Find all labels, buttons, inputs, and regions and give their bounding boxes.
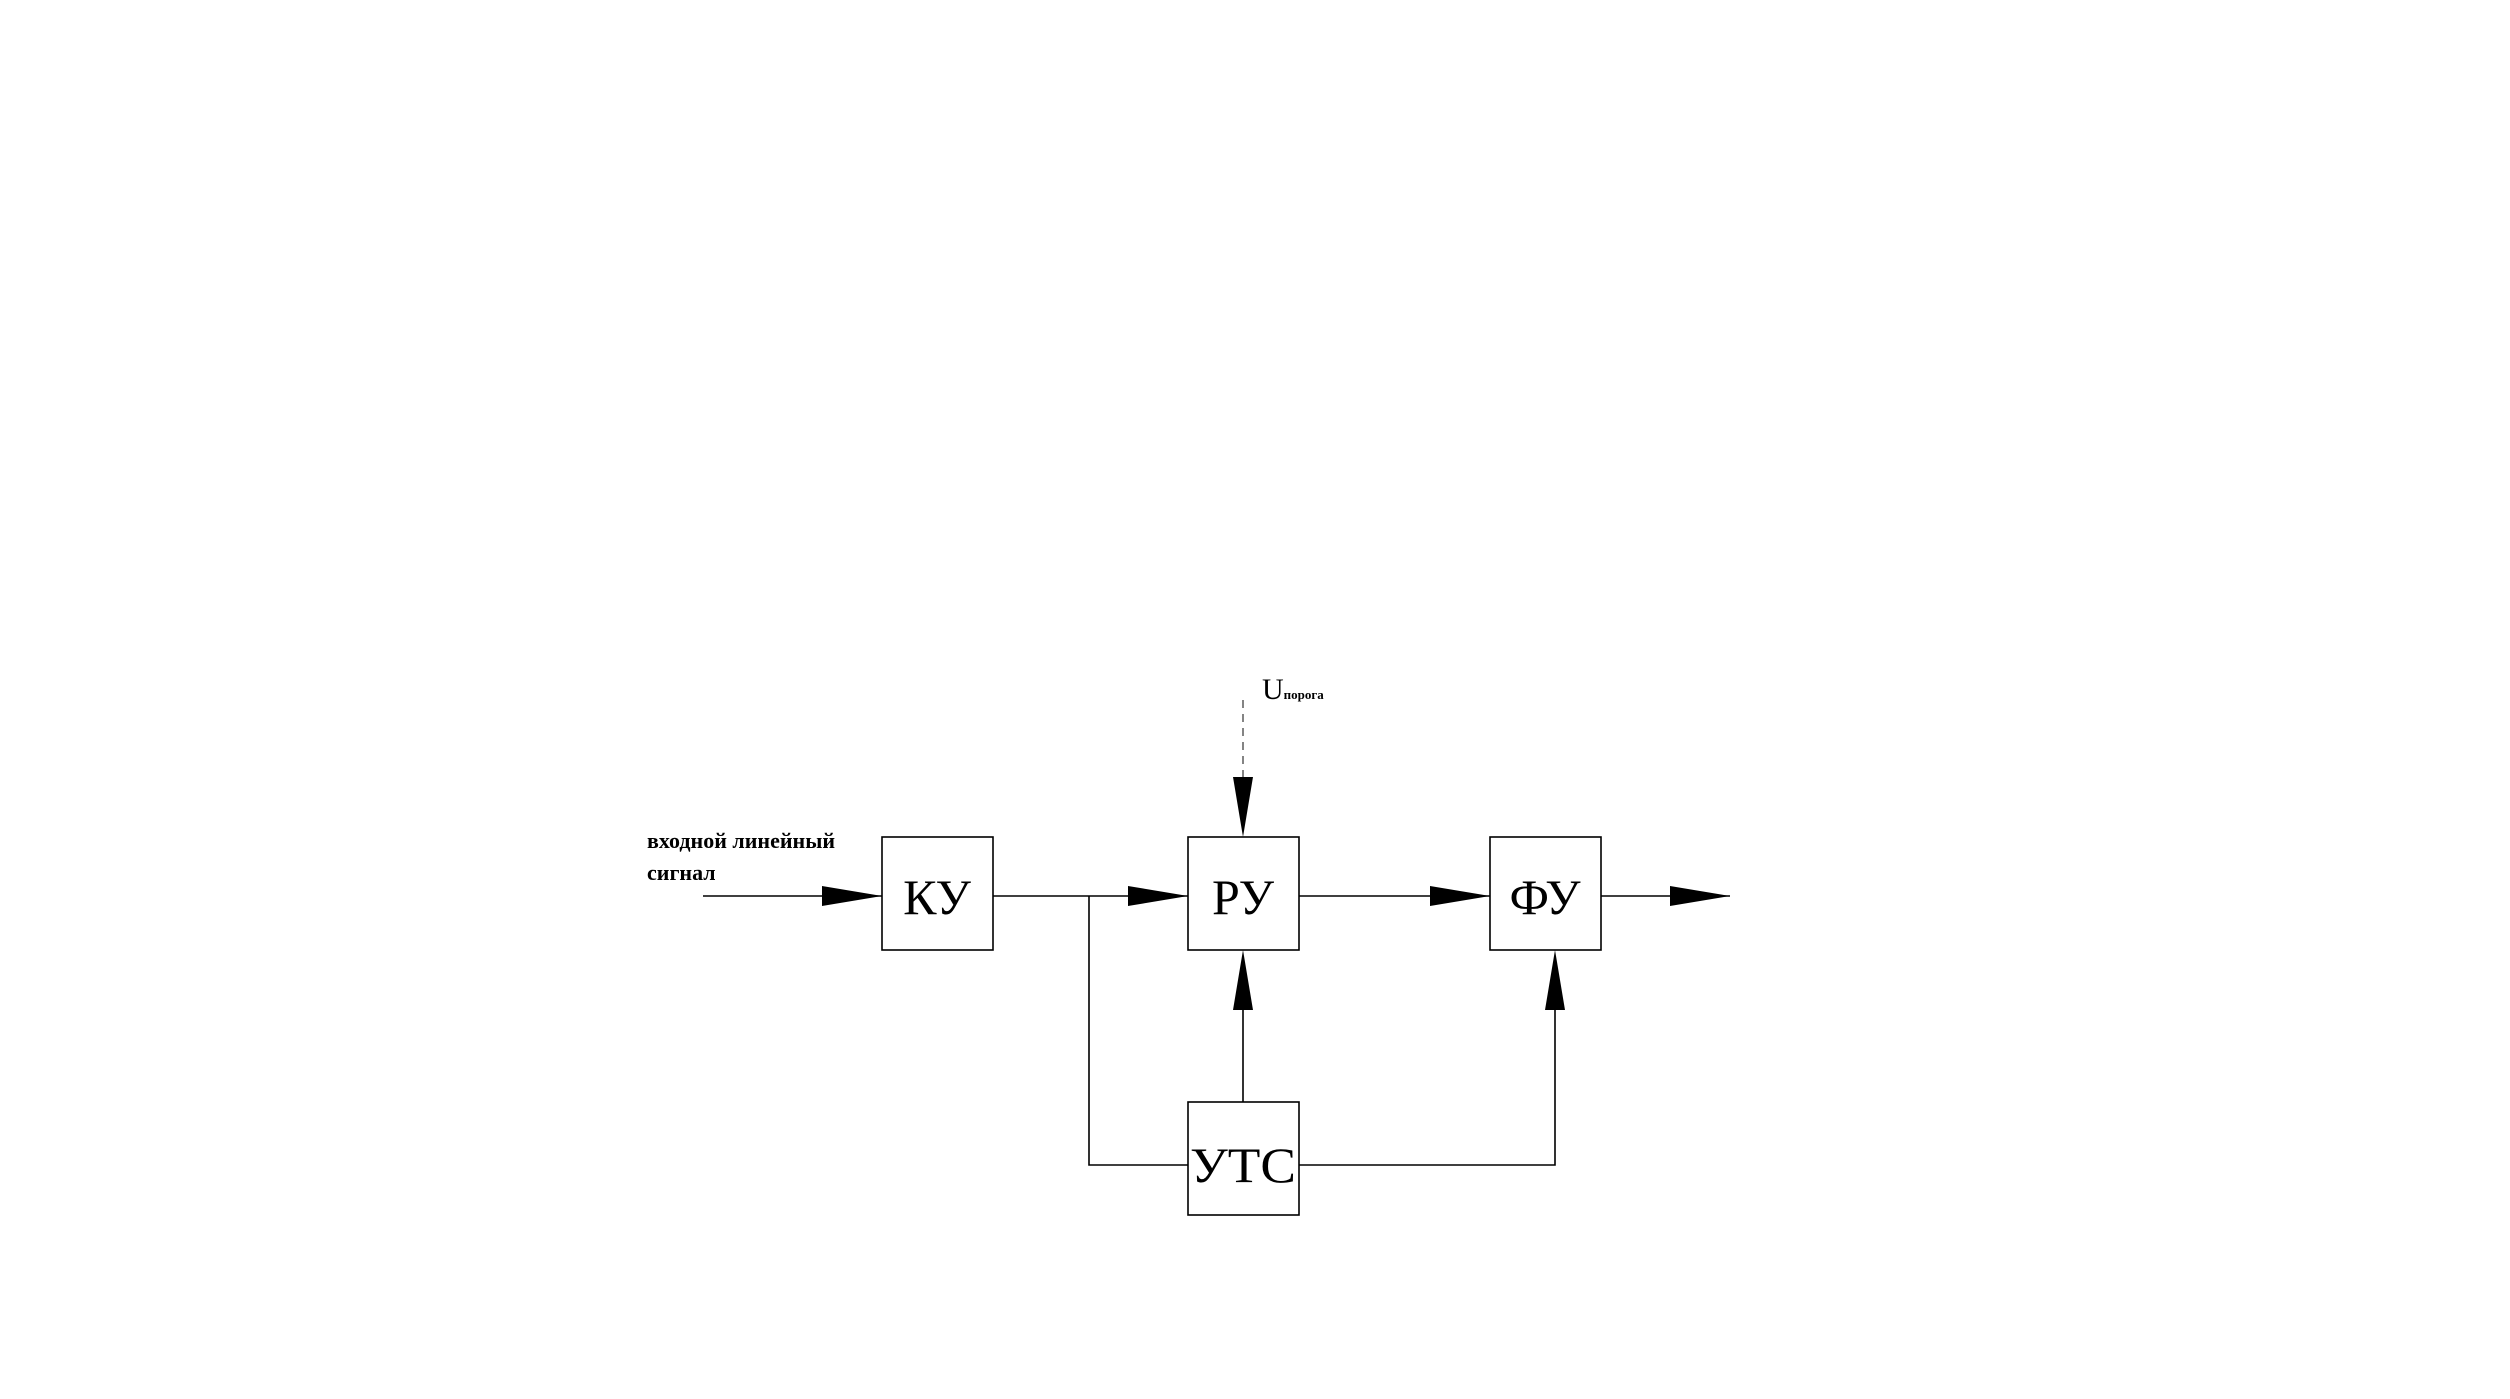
arrowhead-output xyxy=(1670,886,1730,906)
threshold-label-subscript: порога xyxy=(1284,687,1325,702)
block-fu xyxy=(1489,836,1602,951)
branch-to-uts-line xyxy=(1088,896,1188,1166)
block-uts xyxy=(1187,1101,1300,1216)
uts-to-fu-line xyxy=(1299,1010,1556,1166)
input-caption-line1: входной линейный xyxy=(647,828,835,853)
arrowhead-into-fu xyxy=(1430,886,1490,906)
input-caption-line2: сигнал xyxy=(647,860,716,885)
block-uts-label: УТС xyxy=(1190,1137,1296,1193)
block-ku xyxy=(881,836,994,951)
arrowhead-uts-into-fu xyxy=(1545,950,1565,1010)
block-fu-label: ФУ xyxy=(1509,869,1581,925)
threshold-label: Uпорога xyxy=(1262,673,1324,706)
threshold-label-main: U xyxy=(1262,673,1284,706)
arrowhead-into-ru xyxy=(1128,886,1188,906)
arrowhead-into-ku xyxy=(822,886,882,906)
block-ru xyxy=(1187,836,1300,951)
block-ku-label: КУ xyxy=(903,869,971,925)
arrowhead-threshold-into-ru xyxy=(1233,777,1253,837)
arrowhead-uts-into-ru xyxy=(1233,950,1253,1010)
block-ru-label: РУ xyxy=(1212,869,1275,925)
